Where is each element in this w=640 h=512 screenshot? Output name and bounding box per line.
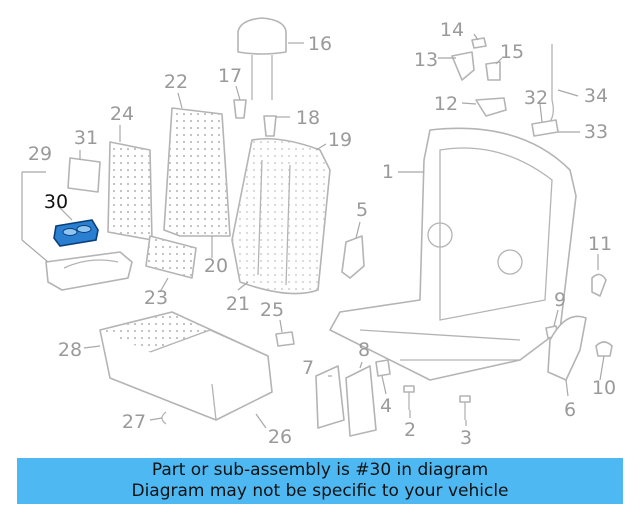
hook-part (161, 411, 167, 425)
callout-23: 23 (144, 287, 168, 309)
banner-line-2: Diagram may not be specific to your vehi… (131, 481, 509, 501)
armrest-part (45, 251, 133, 291)
seatback-pad-left (163, 107, 231, 237)
bracket-part-5 (341, 235, 365, 279)
parts-diagram: 1 2 3 4 5 6 7 8 9 10 11 12 13 14 15 16 1… (21, 17, 616, 449)
bolt-part-2 (403, 385, 415, 410)
clip-part-4 (375, 359, 391, 377)
info-banner: Part or sub-assembly is #30 in diagram D… (17, 458, 623, 504)
callout-15: 15 (500, 41, 524, 63)
callout-13: 13 (414, 49, 438, 71)
callout-5: 5 (356, 199, 368, 221)
callout-25: 25 (260, 299, 284, 321)
back-panel-part (107, 141, 153, 241)
trim-part-15 (485, 61, 501, 81)
callout-29: 29 (28, 143, 52, 165)
side-cover-part (547, 315, 587, 381)
callout-22: 22 (164, 71, 188, 93)
callout-9: 9 (554, 289, 566, 311)
callout-32: 32 (524, 87, 548, 109)
cap-part-14 (471, 37, 487, 49)
callout-33: 33 (584, 121, 608, 143)
callout-17: 17 (218, 65, 242, 87)
callout-27: 27 (122, 411, 146, 433)
release-cable-part (547, 44, 554, 125)
label-part (67, 157, 101, 193)
callout-30: 30 (44, 191, 68, 213)
callout-16: 16 (308, 33, 332, 55)
callout-7: 7 (302, 357, 314, 379)
seat-frame-part (329, 127, 577, 381)
cup-holder-part-highlighted (53, 219, 99, 247)
cap-part (595, 341, 613, 357)
callout-10: 10 (592, 377, 616, 399)
callout-labels: 1 2 3 4 5 6 7 8 9 10 11 12 13 14 15 16 1… (28, 19, 616, 449)
callout-14: 14 (440, 19, 464, 41)
callout-11: 11 (588, 233, 612, 255)
callout-19: 19 (328, 129, 352, 151)
seatback-main (231, 137, 331, 295)
banner-line-1: Part or sub-assembly is #30 in diagram (151, 460, 489, 480)
bolster-part (145, 235, 197, 279)
callout-34: 34 (584, 85, 608, 107)
handle-bezel-part (451, 51, 475, 81)
callout-3: 3 (460, 427, 472, 449)
callout-20: 20 (204, 255, 228, 277)
release-handle-part (475, 97, 507, 117)
headrest-part (237, 17, 287, 100)
headrest-guide-part (233, 99, 277, 137)
knob-part (591, 273, 607, 297)
clip-part (275, 331, 295, 347)
callout-18: 18 (296, 107, 320, 129)
hinge-cover-8 (345, 365, 377, 437)
bolt-part-3 (459, 395, 471, 420)
callout-12: 12 (434, 93, 458, 115)
callout-21: 21 (226, 293, 250, 315)
callout-28: 28 (58, 339, 82, 361)
callout-2: 2 (404, 419, 416, 441)
callout-24: 24 (110, 103, 134, 125)
callout-26: 26 (268, 426, 292, 448)
hinge-cover-7 (315, 365, 345, 429)
actuator-part (531, 119, 559, 137)
seat-cushion-part (99, 311, 273, 421)
callout-4: 4 (380, 395, 392, 417)
callout-1: 1 (382, 161, 394, 183)
callout-8: 8 (358, 339, 370, 361)
callout-6: 6 (564, 399, 576, 421)
callout-31: 31 (74, 127, 98, 149)
leader-lines (21, 33, 605, 429)
